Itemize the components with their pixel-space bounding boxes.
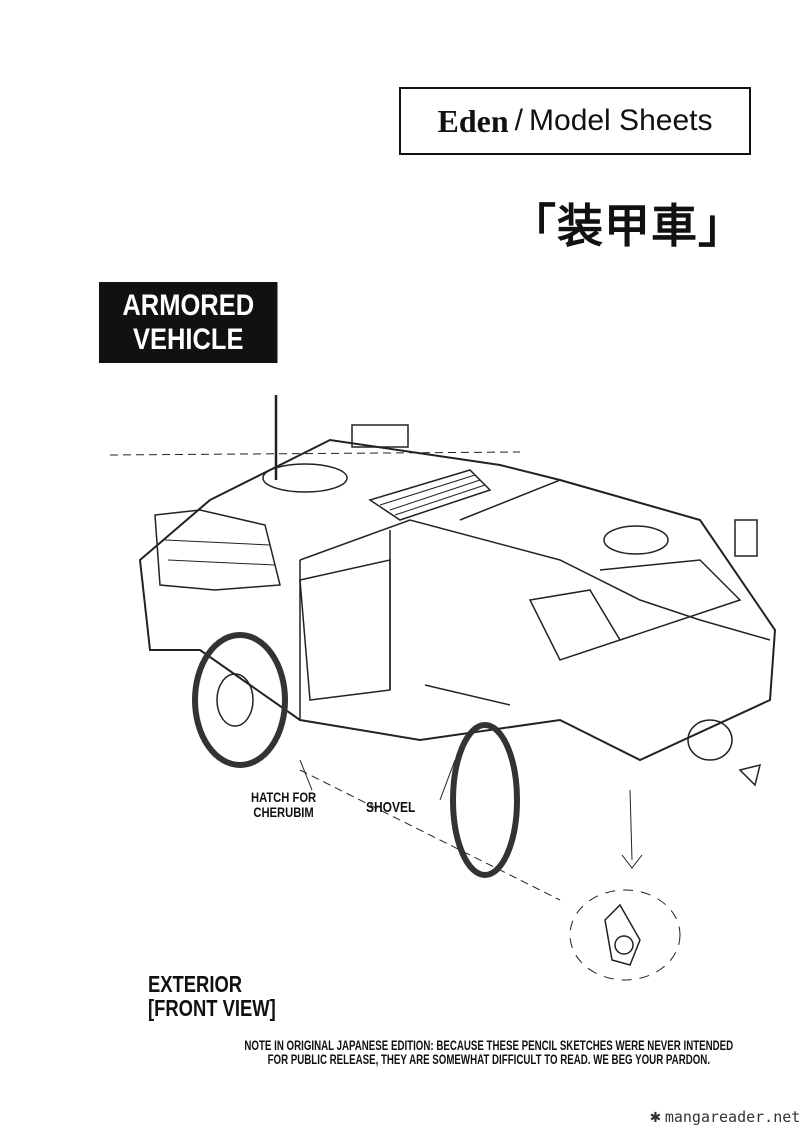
series-title: Eden [437, 102, 509, 139]
subject-label: ARMORED VEHICLE [99, 282, 278, 363]
note-line: FOR PUBLIC RELEASE, THEY ARE SOMEWHAT DI… [267, 1052, 711, 1068]
callout-hatch-line: HATCH FOR [251, 789, 317, 805]
callout-hatch: HATCH FOR CHERUBIM [251, 790, 316, 819]
view-label-line: [FRONT VIEW] [148, 995, 276, 1022]
japanese-title: 「装甲車」 [510, 199, 745, 253]
callout-shovel: SHOVEL [366, 799, 416, 816]
subject-label-line: VEHICLE [132, 322, 244, 356]
title-separator: / [514, 104, 524, 137]
view-label: EXTERIOR [FRONT VIEW] [148, 972, 276, 1020]
view-label-line: EXTERIOR [148, 971, 243, 997]
watermark-text: mangareader.net [664, 1107, 800, 1126]
translator-note: NOTE IN ORIGINAL JAPANESE EDITION: BECAU… [226, 1038, 752, 1068]
title-box: Eden / Model Sheets [399, 87, 751, 155]
note-line: NOTE IN ORIGINAL JAPANESE EDITION: BECAU… [244, 1038, 734, 1053]
section-title: Model Sheets [529, 104, 713, 137]
callout-hatch-line: CHERUBIM [253, 803, 314, 820]
subject-label-line: ARMORED [122, 288, 255, 322]
watermark: ✱ mangareader.net [650, 1106, 800, 1127]
watermark-logo-icon: ✱ [650, 1106, 661, 1127]
